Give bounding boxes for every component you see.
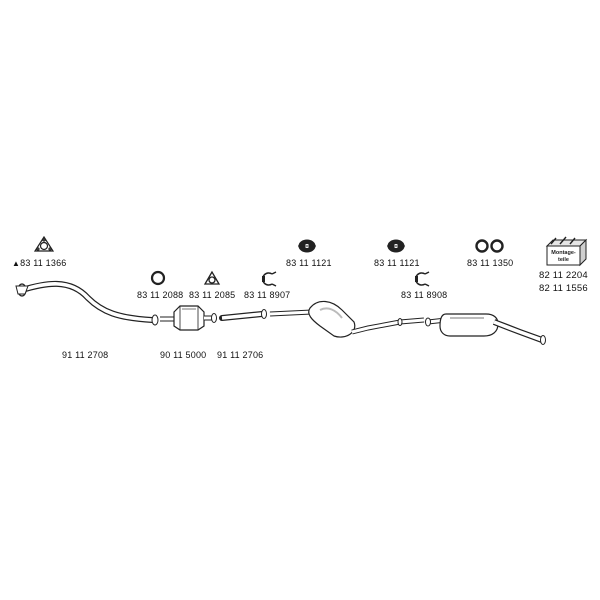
- hanger-rear-label: 83 11 1121: [374, 258, 420, 268]
- flange-gasket-label: ▲83 11 1366: [12, 258, 67, 268]
- front-pipe: [15, 280, 159, 326]
- front-pipe-label: 91 11 2708: [62, 350, 109, 360]
- flange-gasket-icon: [33, 235, 55, 252]
- triangle-gasket-label: 83 11 2085: [189, 290, 236, 300]
- clamp-rear-icon: [415, 271, 430, 287]
- catalytic-converter: [160, 305, 217, 331]
- catalytic-converter-label: 90 11 5000: [160, 350, 207, 360]
- center-pipe-label: 91 11 2706: [217, 350, 264, 360]
- mounting-kit-box-label-1: Montage-: [551, 250, 576, 256]
- rubber-rings-label: 83 11 1350: [467, 258, 514, 268]
- hanger-front-label: 83 11 1121: [286, 258, 332, 268]
- mounting-kit-box-icon: Montage- teile: [545, 236, 588, 267]
- hanger-rear-icon: [387, 239, 405, 253]
- clamp-front-icon: [262, 271, 277, 287]
- front-silencer: [269, 300, 425, 338]
- rear-silencer: [425, 313, 546, 345]
- rubber-rings-icon: [475, 239, 504, 253]
- ring-gasket-label: 83 11 2088: [137, 290, 184, 300]
- triangle-gasket-icon: [203, 270, 221, 285]
- clamp-front-label: 83 11 8907: [244, 290, 291, 300]
- center-pipe: [219, 309, 267, 321]
- mounting-kit-box-label-2: teile: [558, 257, 569, 263]
- new-part-marker-icon: ▲: [12, 259, 21, 268]
- mounting-kit-label-1: 82 11 2204: [539, 270, 588, 281]
- clamp-rear-label: 83 11 8908: [401, 290, 448, 300]
- ring-gasket-icon: [150, 270, 166, 286]
- hanger-front-icon: [298, 239, 316, 253]
- mounting-kit-label-2: 82 11 1556: [539, 283, 588, 294]
